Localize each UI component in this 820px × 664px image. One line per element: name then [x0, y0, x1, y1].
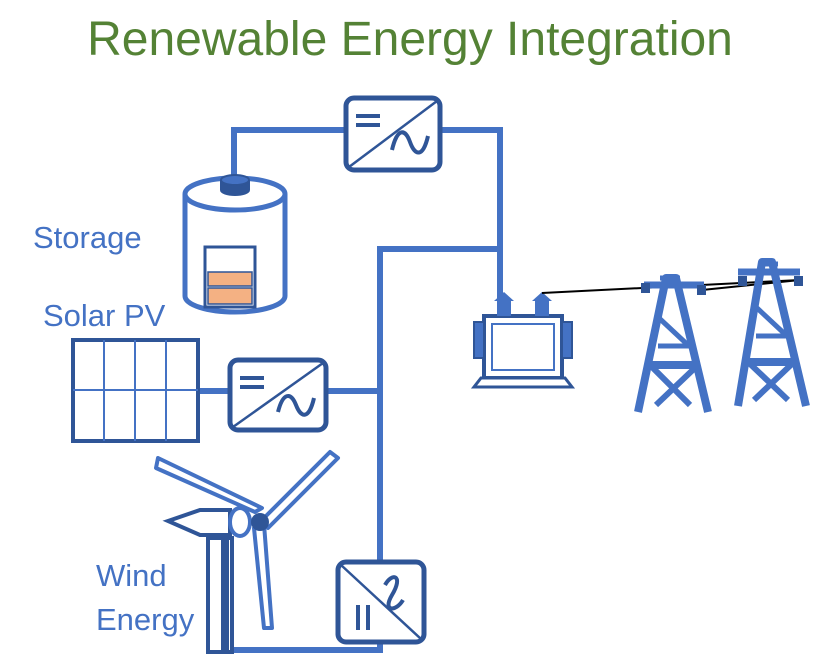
battery-storage-icon: [182, 174, 288, 315]
storage-inverter: [343, 95, 443, 173]
sine-wave-icon: [390, 130, 430, 155]
transformer-icon: [470, 292, 576, 389]
solar-panel-icon: [71, 338, 200, 443]
wind-label-line2: Energy: [96, 602, 195, 637]
transmission-tower-icon: [634, 274, 712, 413]
wind-label-line1: Wind: [96, 558, 167, 593]
inverter-to-transformer-wire: [440, 127, 503, 315]
diagram-title: Renewable Energy Integration: [87, 13, 733, 66]
sine-wave-icon: [276, 394, 316, 417]
bus-to-transformer-wire: [377, 246, 500, 390]
wind-converter: [335, 559, 427, 645]
wind-turbine-icon: [154, 450, 340, 654]
transmission-tower-icon: [734, 258, 810, 407]
solar-pv-label: Solar PV: [43, 298, 166, 333]
solar-inverter: [227, 357, 329, 433]
sine-wave-icon: [383, 575, 405, 611]
storage-to-inverter-wire: [231, 127, 346, 182]
storage-label: Storage: [33, 220, 142, 255]
